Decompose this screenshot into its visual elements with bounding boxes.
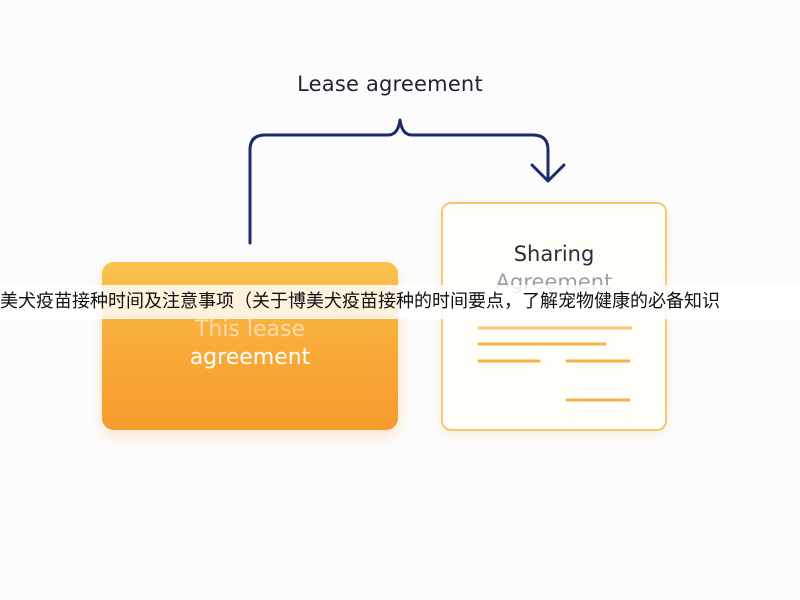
lease-card-line1: This lease xyxy=(194,317,306,342)
sharing-card-line1: Sharing xyxy=(513,242,595,266)
arrow-head-icon xyxy=(530,163,566,183)
top-label: Lease agreement xyxy=(297,72,483,96)
lease-card-text: This lease agreement xyxy=(102,316,398,372)
brace-connector xyxy=(248,118,550,245)
lease-card-line2: agreement xyxy=(189,345,311,370)
overlay-banner-text: 美犬疫苗接种时间及注意事项（关于博美犬疫苗接种的时间要点，了解宠物健康的必备知识 xyxy=(0,285,800,319)
document-lines xyxy=(477,326,633,402)
